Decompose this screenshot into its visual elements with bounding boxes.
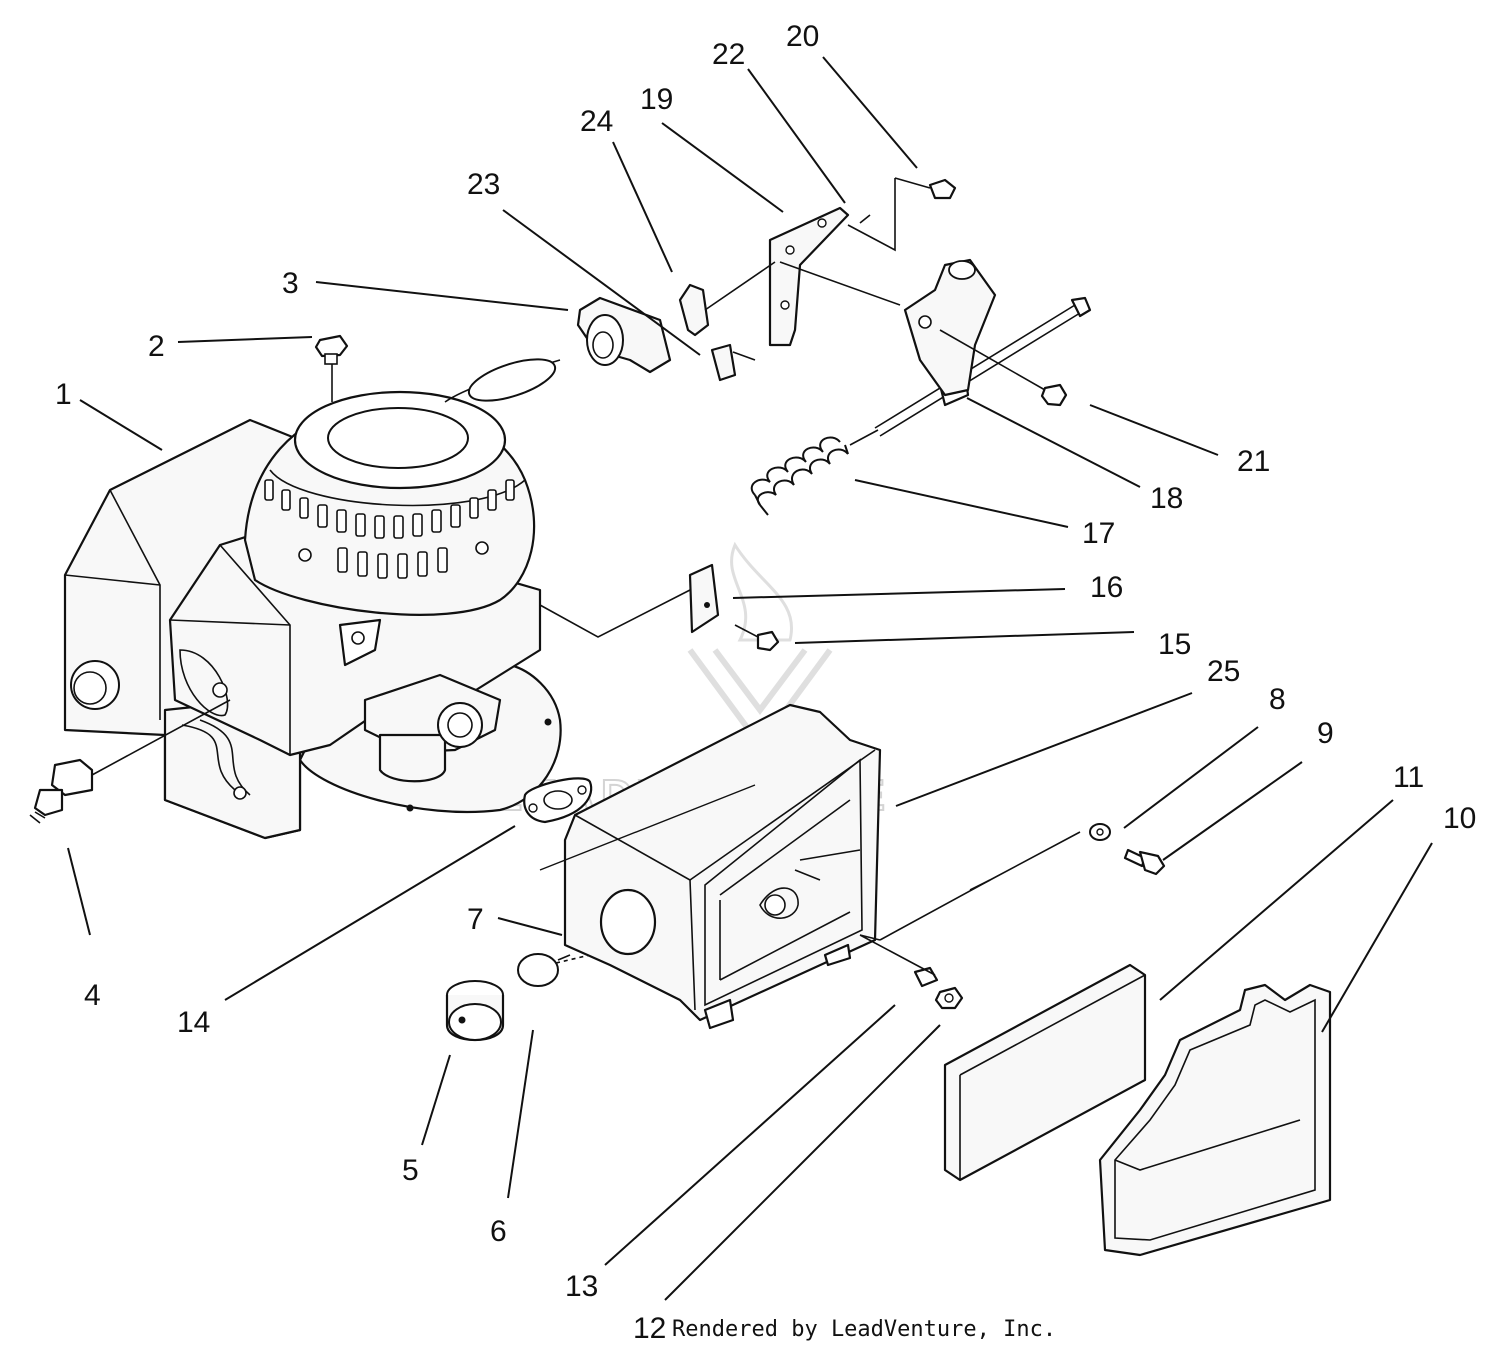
part-17-spring	[750, 436, 849, 516]
leader-7	[497, 917, 563, 936]
leader-14	[224, 825, 516, 1001]
part-23-bracket	[710, 343, 756, 382]
callout-12: 12	[633, 1312, 666, 1345]
leader-15	[794, 631, 1135, 644]
shroud-vents	[264, 479, 515, 579]
part-12-nut	[934, 986, 964, 1010]
callout-3: 3	[282, 267, 299, 300]
callout-16: 16	[1090, 571, 1123, 604]
callout-5: 5	[402, 1154, 419, 1187]
callout-11: 11	[1393, 761, 1424, 794]
leader-24	[612, 141, 673, 273]
leader-9	[1162, 761, 1303, 861]
callouts: 1 2 3 4 5 6 7 8 9 10 11 12 Rendered by L…	[55, 20, 1476, 1345]
part-14-gasket	[523, 777, 593, 824]
part-20-bolt	[847, 177, 957, 252]
part-9-bolt	[1123, 848, 1166, 876]
callout-20: 20	[786, 20, 819, 53]
assembly-lines	[539, 784, 1081, 941]
callout-6: 6	[490, 1215, 507, 1248]
leader-17	[854, 479, 1069, 528]
part-16-plate	[539, 563, 720, 638]
callout-4: 4	[84, 979, 101, 1012]
part-10-air-cleaner-cover	[1098, 983, 1332, 1257]
callout-17: 17	[1082, 517, 1115, 550]
callout-13: 13	[565, 1270, 598, 1303]
part-3-starter-handle	[576, 296, 672, 374]
leader-3	[315, 281, 569, 311]
part-25-air-cleaner-base	[563, 703, 936, 1030]
callout-9: 9	[1317, 717, 1334, 750]
part-4-spark-plug	[29, 699, 231, 824]
leader-21	[1089, 404, 1219, 456]
callout-10: 10	[1443, 802, 1476, 835]
leader-lines	[67, 56, 1433, 1301]
leader-12	[664, 1024, 941, 1301]
callout-24: 24	[580, 105, 613, 138]
callout-2: 2	[148, 330, 165, 363]
leader-8	[1123, 726, 1259, 829]
callout-19: 19	[640, 83, 673, 116]
callout-1: 1	[55, 378, 72, 411]
leader-25	[895, 692, 1193, 807]
callout-18: 18	[1150, 482, 1183, 515]
leader-22	[747, 68, 846, 204]
callout-15: 15	[1158, 628, 1191, 661]
callout-21: 21	[1237, 445, 1270, 478]
leader-16	[732, 588, 1066, 599]
credit-text: Rendered by LeadVenture, Inc.	[672, 1317, 1056, 1342]
engine-assembly	[63, 358, 562, 840]
leader-1	[79, 399, 163, 451]
leader-10	[1321, 842, 1433, 1033]
part-19-bracket	[768, 206, 901, 347]
leader-11	[1159, 799, 1394, 1001]
part-11-filter	[943, 963, 1147, 1182]
callout-14: 14	[177, 1006, 210, 1039]
callout-22: 22	[712, 38, 745, 71]
part-24-clip	[678, 261, 776, 337]
leader-19	[661, 122, 784, 213]
part-2-bolt	[314, 334, 349, 402]
leader-6	[507, 1029, 534, 1199]
part-21-lever	[903, 258, 1068, 407]
leader-23	[502, 209, 701, 356]
leader-2	[177, 336, 313, 343]
leader-20	[822, 56, 918, 169]
leader-18	[966, 397, 1141, 488]
part-8-washer	[1089, 823, 1111, 841]
leader-5	[421, 1054, 451, 1146]
leader-4	[67, 847, 91, 936]
part-5-cap	[445, 980, 505, 1042]
callout-25: 25	[1207, 655, 1240, 688]
callout-23: 23	[467, 168, 500, 201]
part-6-disc	[517, 953, 571, 987]
part-15-bolt	[734, 624, 780, 652]
callout-8: 8	[1269, 683, 1286, 716]
leader-13	[604, 1004, 896, 1266]
callout-7: 7	[467, 903, 484, 936]
